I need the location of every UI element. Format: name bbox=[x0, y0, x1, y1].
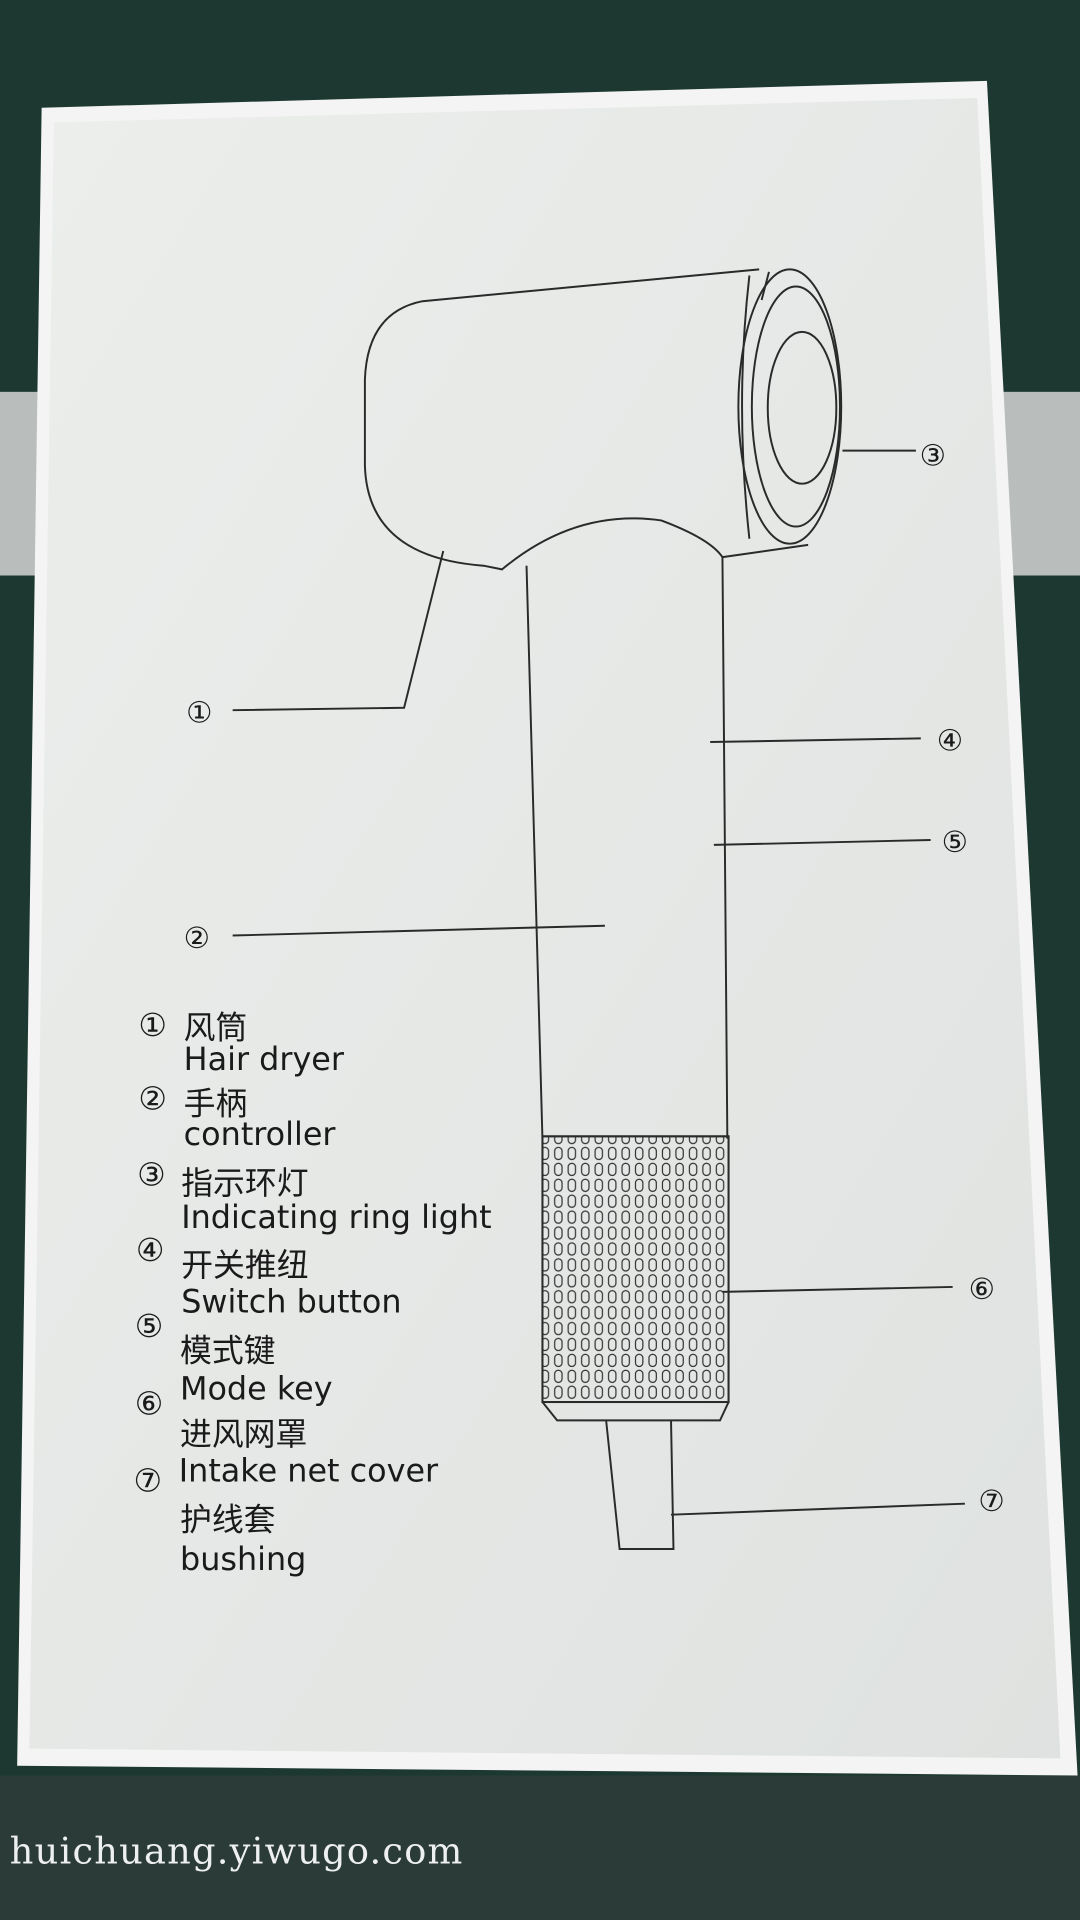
legend-en: bushing bbox=[180, 1540, 306, 1578]
hair-dryer-drawing bbox=[363, 268, 843, 1550]
legend-en: controller bbox=[184, 1115, 337, 1153]
legend-zh: 指示环灯 bbox=[181, 1164, 308, 1202]
dryer-front-mid bbox=[750, 285, 841, 528]
legend-zh: 模式键 bbox=[180, 1332, 276, 1370]
legend-zh: 手柄 bbox=[184, 1084, 248, 1122]
legend-zh: 风筒 bbox=[184, 1008, 248, 1046]
legend-en: Indicating ring light bbox=[181, 1198, 491, 1236]
callout-7: ⑦ bbox=[978, 1484, 1004, 1518]
legend-num: ⑦ bbox=[133, 1461, 162, 1499]
callout-4: ④ bbox=[937, 724, 963, 758]
ring-light bbox=[766, 330, 838, 485]
callout-6: ⑥ bbox=[969, 1272, 995, 1306]
legend-num: ⑤ bbox=[135, 1307, 164, 1345]
legend-num: ⑥ bbox=[135, 1384, 164, 1422]
watermark: huichuang.yiwugo.com bbox=[10, 1830, 464, 1873]
legend-en: Hair dryer bbox=[184, 1040, 345, 1078]
dryer-head bbox=[363, 268, 809, 571]
callout-3: ③ bbox=[920, 438, 946, 472]
legend-num: ③ bbox=[137, 1155, 166, 1193]
legend-zh: 护线套 bbox=[180, 1501, 276, 1539]
legend-zh: 开关推纽 bbox=[181, 1246, 308, 1284]
callout-1: ① bbox=[186, 695, 212, 729]
dryer-handle bbox=[525, 557, 729, 1139]
legend-en: Mode key bbox=[180, 1370, 333, 1408]
dryer-front-outer bbox=[737, 268, 843, 545]
callout-2: ② bbox=[184, 921, 210, 955]
leader-lines bbox=[232, 449, 965, 1516]
legend-num: ② bbox=[138, 1079, 167, 1117]
bottom-floor bbox=[0, 1775, 1080, 1920]
legend-num: ④ bbox=[136, 1231, 165, 1269]
legend-num: ① bbox=[138, 1006, 167, 1044]
intake-net-cover bbox=[541, 1135, 730, 1404]
legend-en: Intake net cover bbox=[179, 1452, 439, 1490]
legend-zh: 进风网罩 bbox=[180, 1415, 307, 1453]
callout-5: ⑤ bbox=[942, 825, 968, 859]
legend-en: Switch button bbox=[181, 1283, 401, 1321]
cord-bushing bbox=[605, 1420, 675, 1550]
parts-legend: ① 风筒 Hair dryer ② 手柄 controller ③ 指示环灯 I… bbox=[133, 1006, 491, 1578]
